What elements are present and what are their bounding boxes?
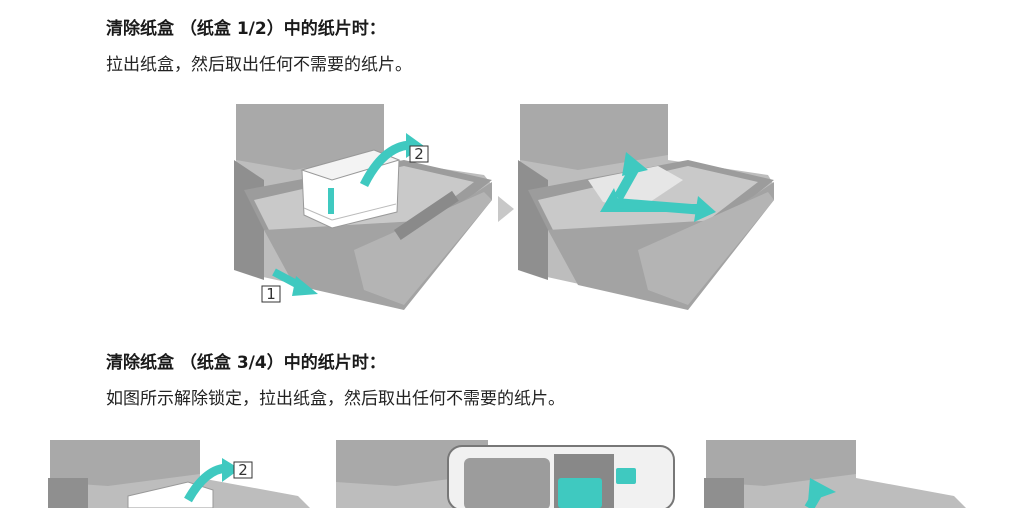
illustration-tray-adjust bbox=[518, 104, 774, 310]
arrow-adjust-icon bbox=[615, 198, 705, 215]
step-label-box-2 bbox=[409, 145, 429, 163]
step-label-2: 2 bbox=[238, 461, 248, 479]
next-step-arrow-icon bbox=[498, 196, 514, 222]
step-label-box-1 bbox=[261, 285, 281, 303]
illustration-lock-release bbox=[336, 440, 675, 508]
step-label-box-2 bbox=[233, 461, 253, 479]
illustration-tray-3-4-pull: 2 bbox=[48, 440, 310, 508]
section1-instruction: 拉出纸盒，然后取出任何不需要的纸片。 bbox=[106, 55, 412, 75]
step-label-2: 2 bbox=[414, 145, 424, 163]
illustration-tray-3-4-remove bbox=[704, 440, 966, 508]
section1-heading: 清除纸盒 （纸盒 1/2）中的纸片时： bbox=[106, 19, 386, 39]
section2-heading: 清除纸盒 （纸盒 3/4）中的纸片时： bbox=[106, 353, 386, 373]
section2-instruction: 如图所示解除锁定，拉出纸盒，然后取出任何不需要的纸片。 bbox=[106, 389, 565, 409]
guide-marker bbox=[328, 188, 334, 214]
illustration-tray-pull-out: 2 1 bbox=[234, 104, 492, 310]
lock-lever-icon bbox=[558, 478, 602, 508]
step-label-1: 1 bbox=[266, 285, 276, 303]
